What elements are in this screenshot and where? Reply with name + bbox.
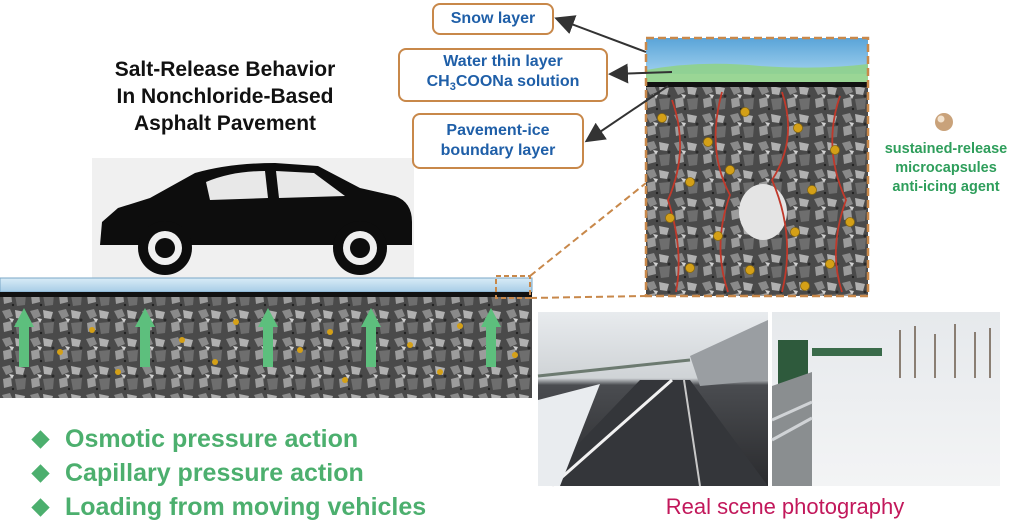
microcapsule-sphere [935, 113, 953, 131]
microcapsule-line-3: anti-icing agent [892, 179, 1000, 195]
diamond-bullet-icon [31, 497, 50, 517]
action-text: Osmotic pressure action [65, 424, 359, 453]
title-line-3: Asphalt Pavement [133, 112, 317, 135]
car-silhouette [92, 158, 414, 280]
title-line-1: Salt-Release Behavior [114, 58, 336, 81]
upward-arrow [481, 308, 501, 367]
zoom-indicator [495, 182, 647, 299]
action-item: Osmotic pressure action [30, 422, 426, 456]
diagram-title: Salt-Release Behavior In Nonchloride-Bas… [60, 56, 390, 137]
magnified-pavement-view [644, 36, 870, 298]
upward-arrow-group [14, 308, 501, 367]
microcapsule-line-2: microcapsules [895, 160, 997, 176]
microcapsule-line-1: sustained-release [884, 141, 1008, 157]
title-line-2: In Nonchloride-Based [116, 85, 334, 108]
water-layer-label: Water thin layer CH3COONa solution [398, 48, 608, 102]
pavement-microcapsules [57, 319, 518, 383]
upward-arrow [361, 308, 381, 367]
action-text: Capillary pressure action [65, 458, 364, 487]
action-item: Loading from moving vehicles [30, 490, 426, 524]
diamond-bullet-icon [31, 463, 50, 483]
photo-snowy-highway [537, 312, 768, 488]
action-list: Osmotic pressure action Capillary pressu… [30, 422, 426, 524]
microcapsule-label: sustained-release microcapsules anti-ici… [866, 140, 1024, 197]
upward-arrow [258, 308, 278, 367]
boundary-line-1: Pavement-ice [446, 122, 550, 139]
photo-caption: Real scene photography [665, 494, 905, 519]
diamond-bullet-icon [31, 429, 50, 449]
upward-arrow [135, 308, 155, 367]
snow-layer-label: Snow layer [432, 3, 554, 35]
photo-snowy-toll-area [771, 312, 1000, 486]
action-text: Loading from moving vehicles [65, 492, 427, 521]
water-layer-text: Water thin layer [443, 53, 563, 71]
action-item: Capillary pressure action [30, 456, 426, 490]
upward-arrow [14, 308, 34, 367]
snow-layer-text: Snow layer [450, 10, 536, 27]
solution-formula: CH3COONa solution [426, 73, 580, 94]
boundary-line-2: boundary layer [440, 142, 556, 159]
boundary-layer-label: Pavement-ice boundary layer [412, 113, 584, 169]
label-arrows [554, 15, 673, 143]
